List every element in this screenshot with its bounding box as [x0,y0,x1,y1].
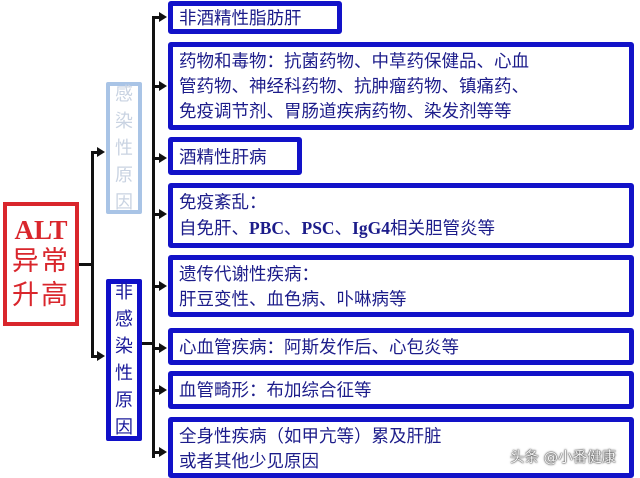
to-infectious-line [91,151,99,154]
root-line2: 异常 [12,246,70,277]
arrow-icon [159,281,167,291]
to-noninfectious-line [91,355,99,358]
cause-text: 药物和毒物：抗菌药物、中草药保健品、心血 [179,52,529,72]
category-char: 感 [115,309,133,330]
branch-line [152,85,161,88]
cause-drugs-toxins: 药物和毒物：抗菌药物、中草药保健品、心血 管药物、神经科药物、抗肿瘤药物、镇痛药… [168,42,634,130]
cause-cardiovascular: 心血管疾病：阿斯发作后、心包炎等 [168,328,634,365]
category-non-infectious: 非 感 染 性 原 因 [106,279,142,441]
branch-line [152,285,161,288]
cause-systemic-disease: 全身性疾病（如甲亢等）累及肝脏 或者其他少见原因 [168,417,634,478]
category-char: 性 [115,137,133,159]
category-char: 因 [115,191,133,213]
branch-line [152,389,161,392]
watermark: 头条 @小番健康 [510,450,617,466]
arrow-icon [159,81,167,91]
cause-text: 肝豆变性、血色病、卟啉病等 [179,290,407,310]
cause-trunk [152,17,155,458]
cause-text: 或者其他少见原因 [179,452,319,472]
category-char: 感 [115,83,133,105]
cause-text: 非酒精性脂肪肝 [179,9,302,29]
branch-line [152,157,161,160]
arrow-icon [97,351,105,361]
arrow-icon [159,385,167,395]
arrow-icon [159,153,167,163]
branch-line [152,213,161,216]
cause-nafld: 非酒精性脂肪肝 [168,1,342,34]
cause-alcoholic-liver: 酒精性肝病 [168,137,302,175]
arrow-icon [159,209,167,219]
cause-text: 免疫调节剂、胃肠道疾病药物、染发剂等等 [179,102,512,122]
category-infectious: 感 染 性 原 因 [106,82,142,214]
category-char: 非 [115,282,133,303]
category-char: 因 [115,417,133,438]
cause-text: 自免肝、PBC、PSC、IgG4相关胆管炎等 [179,218,495,239]
cause-text: 酒精性肝病 [179,148,267,168]
arrow-icon [97,147,105,157]
cause-text: 免疫紊乱： [179,193,267,213]
branch-line [152,451,161,454]
category-char: 染 [115,110,133,132]
cause-vascular-malformation: 血管畸形：布加综合征等 [168,371,634,409]
arrow-icon [159,343,167,353]
cause-immune-disorder: 免疫紊乱： 自免肝、PBC、PSC、IgG4相关胆管炎等 [168,183,634,248]
cause-text: 遗传代谢性疾病： [179,265,319,285]
category-char: 染 [115,336,133,357]
category-trunk [91,151,94,358]
arrow-icon [159,12,167,22]
cause-text: 全身性疾病（如甲亢等）累及肝脏 [179,427,442,447]
root-node-alt-elevation: ALT 异常 升高 [3,202,79,326]
root-connector [79,263,93,266]
branch-line [152,347,161,350]
branch-line [152,16,161,19]
category-char: 原 [115,390,133,411]
cause-text: 管药物、神经科药物、抗肿瘤药物、镇痛药、 [179,77,529,97]
noninf-connector [142,342,154,345]
cause-text: 血管畸形：布加综合征等 [179,381,372,401]
category-char: 原 [115,164,133,186]
cause-text: 心血管疾病：阿斯发作后、心包炎等 [179,338,459,358]
arrow-icon [159,447,167,457]
root-title: ALT [14,215,68,245]
cause-hereditary-metabolic: 遗传代谢性疾病： 肝豆变性、血色病、卟啉病等 [168,255,634,317]
root-line3: 升高 [12,280,70,311]
category-char: 性 [115,363,133,384]
